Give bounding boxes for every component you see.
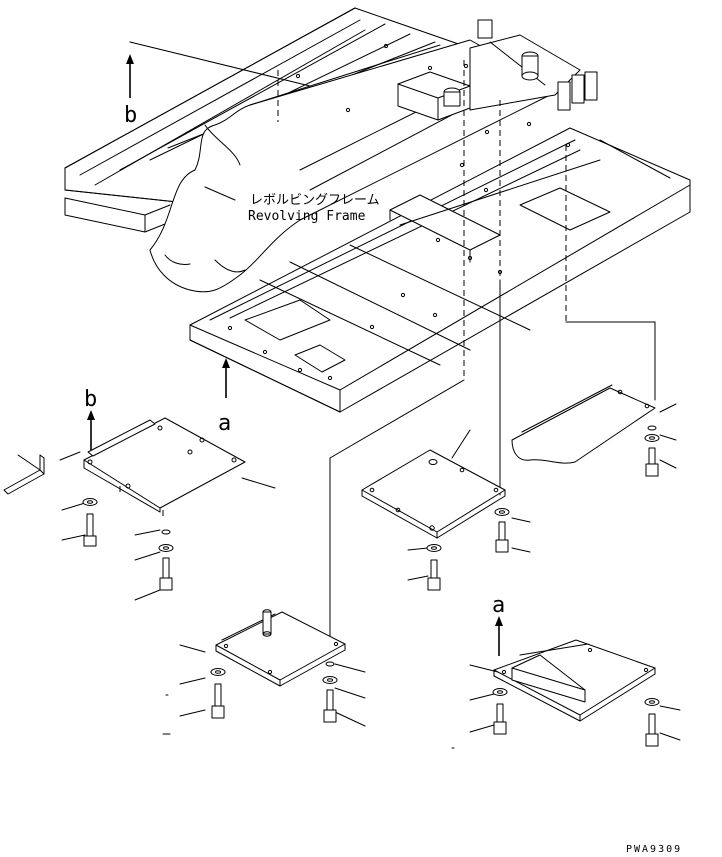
- cover-plate-lower-left: [215, 609, 346, 687]
- fastener-set-lower-right: [492, 688, 660, 747]
- fastener-set-left: [82, 498, 174, 591]
- cover-plate-left: [3, 417, 246, 513]
- fastener-set-right-upper: [644, 425, 660, 477]
- callout-b-plate-label: b: [84, 387, 97, 412]
- fastener-set-lower-left: [210, 661, 338, 723]
- callout-b-upper-label: b: [124, 103, 137, 128]
- drawing-code: PWA9309: [626, 844, 682, 855]
- callout-b-upper: b: [124, 54, 137, 128]
- cover-plate-right-upper: [511, 384, 656, 464]
- frame-label-jp: レボルビングフレーム: [250, 193, 380, 208]
- cover-plate-center: [361, 449, 506, 539]
- frame-label-en: Revolving Frame: [248, 209, 366, 224]
- callout-a-plate: a: [492, 593, 505, 656]
- callout-a-frame: a: [218, 358, 231, 436]
- revolving-frame: [64, 7, 691, 413]
- fastener-set-center: [426, 508, 510, 591]
- cover-plate-lower-right: [493, 639, 656, 722]
- callout-b-plate: b: [84, 387, 97, 450]
- callout-a-plate-label: a: [492, 593, 505, 618]
- leader-lines: [17, 41, 681, 749]
- frame-label: レボルビングフレーム Revolving Frame: [248, 193, 380, 224]
- callout-a-frame-label: a: [218, 411, 231, 436]
